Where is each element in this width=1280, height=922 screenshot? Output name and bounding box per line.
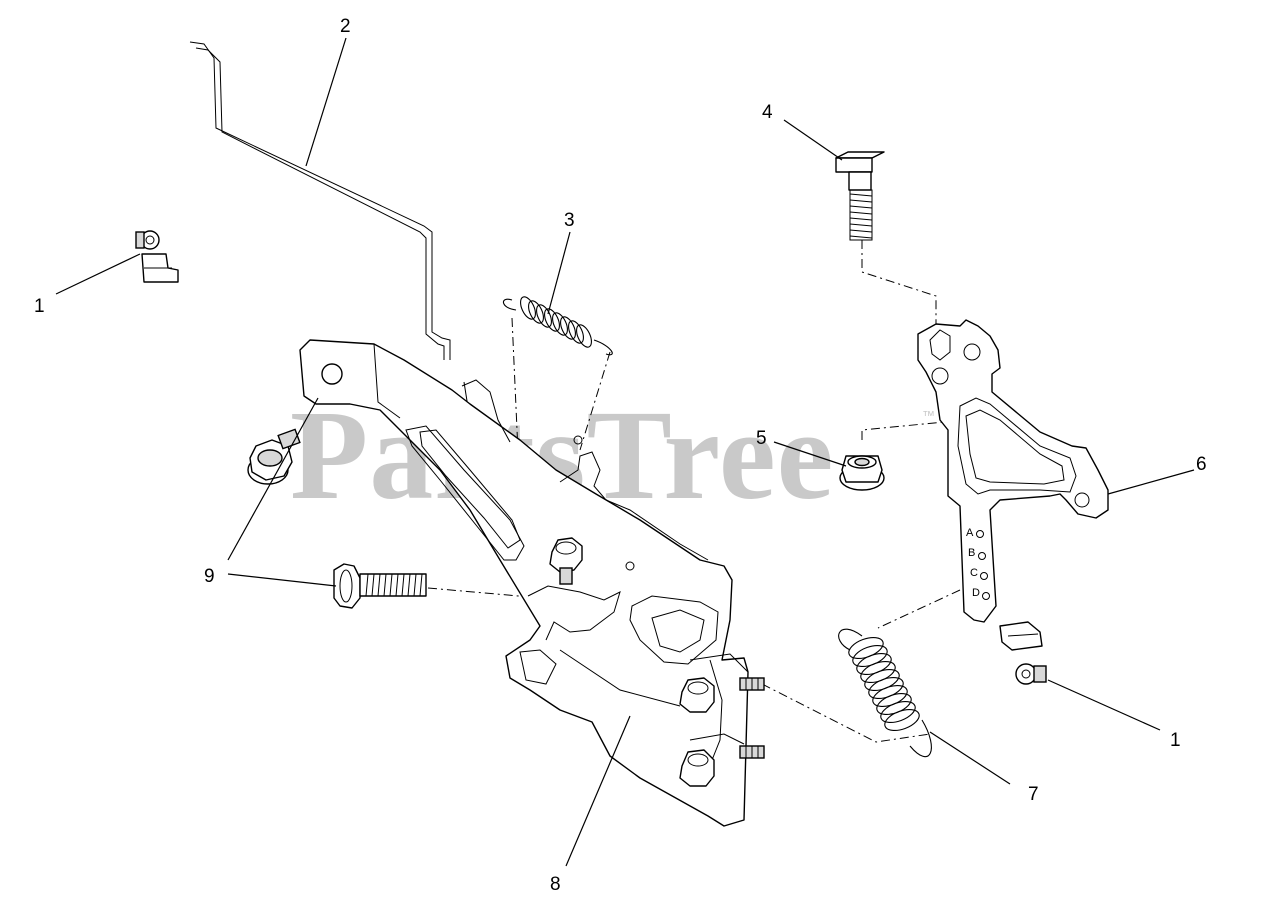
bolt-icon xyxy=(333,563,427,609)
leader-1-left xyxy=(55,253,141,295)
leader-5 xyxy=(773,441,847,467)
bracket-nut-middle xyxy=(679,677,715,713)
assembly-line-spring-left xyxy=(511,317,519,453)
hole-label-d: D xyxy=(972,587,980,599)
bracket-stud-lower xyxy=(739,745,765,759)
callout-7[interactable]: 7 xyxy=(1028,784,1039,805)
assembly-line-nut-to-lever xyxy=(861,421,945,440)
callout-1-right[interactable]: 1 xyxy=(1170,730,1181,751)
assembly-line-stud-to-spring xyxy=(761,683,931,743)
control-bracket-icon xyxy=(299,339,765,827)
bolt-icon xyxy=(247,428,301,485)
leader-8 xyxy=(565,715,631,867)
callout-5[interactable]: 5 xyxy=(756,428,767,449)
throttle-lever-icon: A B C D xyxy=(917,319,1109,623)
bracket-nut-upper xyxy=(549,537,583,585)
hole-label-a: A xyxy=(966,527,974,539)
bracket-nut-lower xyxy=(679,749,715,787)
callout-2[interactable]: 2 xyxy=(340,16,351,37)
leader-lines xyxy=(55,37,1195,867)
leader-3 xyxy=(547,231,571,315)
bolt-icon xyxy=(835,151,885,241)
leader-2 xyxy=(305,37,347,167)
hole-label-c: C xyxy=(970,567,978,579)
callout-6[interactable]: 6 xyxy=(1196,454,1207,475)
callout-9[interactable]: 9 xyxy=(204,566,215,587)
extension-spring-icon xyxy=(502,296,613,356)
leader-9-upper xyxy=(227,397,319,561)
callouts: 1 2 3 4 5 6 1 7 8 9 xyxy=(34,16,1207,895)
leader-1-right xyxy=(1047,679,1161,731)
leader-9-lower xyxy=(227,573,337,587)
assembly-line-bolt-to-lever xyxy=(861,240,937,330)
callout-1-left[interactable]: 1 xyxy=(34,296,45,317)
callout-4[interactable]: 4 xyxy=(762,102,773,123)
leader-7 xyxy=(929,731,1011,785)
assembly-line-spring-right xyxy=(579,351,611,451)
leader-4 xyxy=(783,119,843,161)
bracket-stud-upper xyxy=(739,677,765,691)
watermark-trademark: ™ xyxy=(922,408,935,423)
leader-6 xyxy=(1107,469,1195,495)
extension-spring-icon xyxy=(838,628,932,758)
flange-nut-icon xyxy=(839,455,885,491)
callout-3[interactable]: 3 xyxy=(564,210,575,231)
callout-8[interactable]: 8 xyxy=(550,874,561,895)
cable-clip-icon xyxy=(135,230,179,283)
assembly-line-spring-to-lever xyxy=(877,589,961,629)
hole-label-b: B xyxy=(968,547,975,559)
cable-clip-icon xyxy=(999,621,1047,685)
